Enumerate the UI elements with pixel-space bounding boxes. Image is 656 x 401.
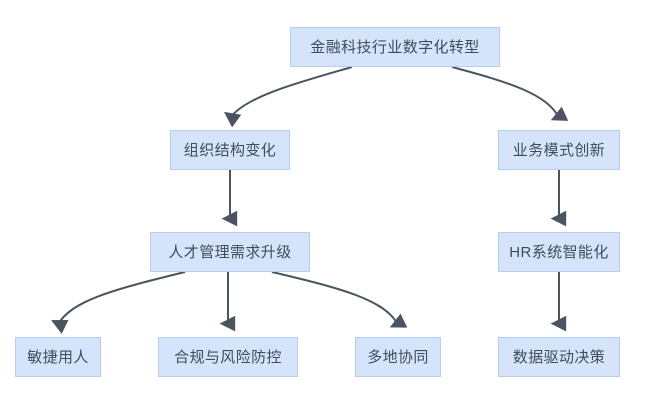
node-label: 多地协同 [367, 348, 429, 366]
node-label: 人才管理需求升级 [168, 243, 292, 261]
edges-group [51, 66, 569, 334]
flowchart-node-n2[interactable]: 组织结构变化 [170, 130, 290, 170]
flowchart-node-n4[interactable]: 人才管理需求升级 [150, 232, 310, 272]
flowchart-node-n3[interactable]: 业务模式创新 [498, 130, 620, 170]
node-label: 业务模式创新 [512, 141, 606, 159]
node-label: 数据驱动决策 [512, 348, 606, 366]
edge-n1-to-n2 [224, 66, 353, 128]
flowchart-node-n1[interactable]: 金融科技行业数字化转型 [290, 27, 500, 67]
node-label: 合规与风险防控 [174, 348, 282, 366]
edge-n1-to-n3 [451, 66, 569, 121]
edge-n4-to-n6 [51, 271, 186, 334]
flowchart-node-n9[interactable]: 数据驱动决策 [498, 337, 620, 377]
node-label: HR系统智能化 [509, 243, 609, 261]
flowchart-node-n5[interactable]: HR系统智能化 [498, 232, 620, 272]
flowchart-node-n7[interactable]: 合规与风险防控 [158, 337, 298, 377]
edge-n4-to-n8 [271, 271, 408, 328]
flowchart-node-n8[interactable]: 多地协同 [355, 337, 441, 377]
node-label: 金融科技行业数字化转型 [310, 38, 480, 56]
node-label: 组织结构变化 [183, 141, 277, 159]
flowchart-node-n6[interactable]: 敏捷用人 [15, 337, 101, 377]
node-label: 敏捷用人 [27, 348, 89, 366]
